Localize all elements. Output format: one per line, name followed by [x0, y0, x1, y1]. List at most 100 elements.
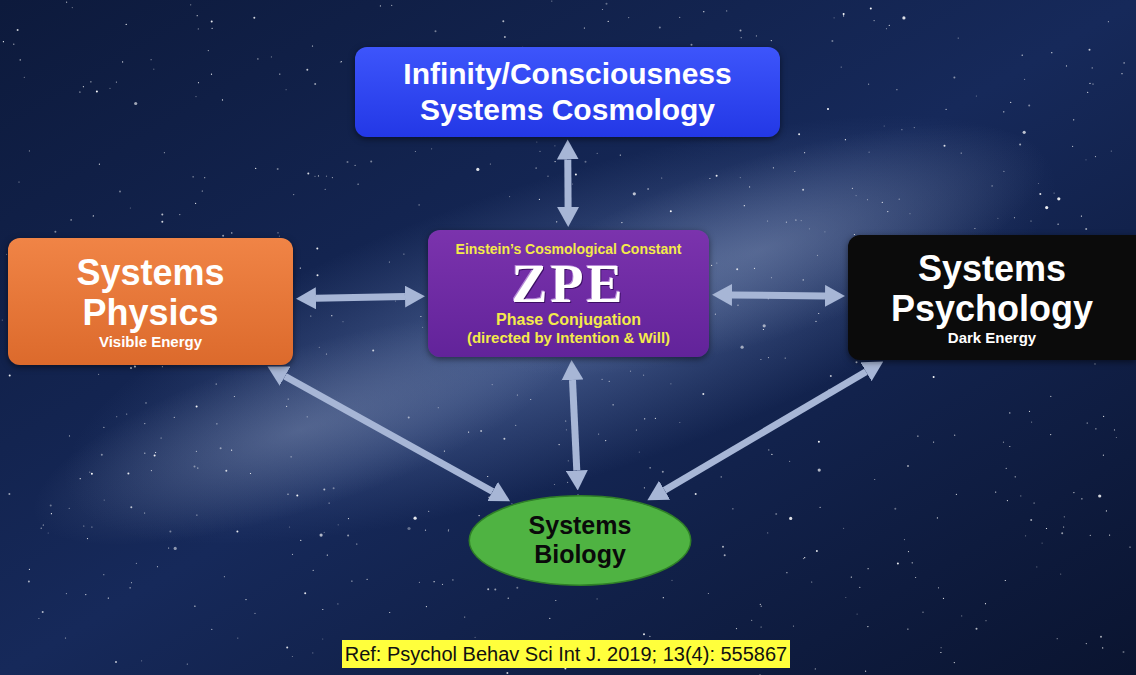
star — [636, 429, 637, 430]
star — [253, 17, 255, 19]
star — [786, 572, 787, 573]
star — [1085, 228, 1087, 230]
star — [480, 430, 482, 432]
star — [761, 606, 762, 607]
star — [174, 417, 175, 418]
star — [716, 175, 718, 177]
star — [162, 366, 163, 367]
star — [907, 629, 908, 630]
star — [793, 626, 794, 627]
star — [1063, 526, 1064, 527]
star — [771, 40, 772, 41]
star — [194, 606, 195, 607]
star — [736, 628, 737, 629]
star — [716, 262, 717, 263]
star — [91, 526, 92, 527]
star — [325, 189, 326, 190]
star — [941, 647, 942, 648]
star — [323, 489, 325, 491]
star — [1129, 547, 1130, 548]
star — [93, 215, 94, 216]
star — [115, 661, 117, 663]
star — [333, 487, 335, 489]
star — [630, 371, 631, 372]
star — [479, 515, 480, 516]
star — [843, 15, 844, 16]
star — [1100, 636, 1102, 638]
star — [997, 218, 998, 219]
star — [953, 77, 955, 79]
star — [222, 235, 224, 237]
star — [976, 628, 978, 630]
star — [703, 11, 704, 12]
star — [43, 524, 44, 525]
star — [65, 637, 66, 638]
star — [1020, 495, 1021, 496]
star — [279, 74, 280, 75]
star — [168, 547, 169, 548]
star — [326, 353, 327, 354]
star — [585, 161, 587, 163]
star — [119, 190, 121, 192]
star — [307, 173, 309, 175]
star — [419, 582, 420, 583]
star — [845, 139, 846, 140]
star — [816, 550, 818, 552]
star — [1019, 144, 1021, 146]
star — [326, 176, 327, 177]
star — [1123, 651, 1125, 653]
star — [99, 164, 100, 165]
star — [1089, 83, 1090, 84]
star — [702, 393, 704, 395]
star — [555, 600, 556, 601]
star — [768, 357, 769, 358]
star — [492, 384, 493, 385]
star — [1102, 647, 1103, 648]
star — [516, 587, 518, 589]
star — [1098, 494, 1101, 497]
node-subtitle: Phase Conjugation — [496, 310, 641, 329]
star — [559, 444, 560, 445]
star — [91, 473, 93, 475]
star — [414, 517, 417, 520]
star — [1009, 412, 1010, 413]
star — [415, 151, 416, 152]
star — [130, 587, 131, 588]
ellipse-shape — [469, 495, 690, 584]
star — [1086, 643, 1087, 644]
star — [915, 577, 916, 578]
star — [66, 2, 67, 3]
star — [1092, 67, 1093, 68]
star — [556, 221, 557, 222]
star — [351, 581, 352, 582]
star — [444, 451, 445, 452]
star — [161, 214, 163, 216]
star — [98, 374, 99, 375]
star — [1087, 422, 1088, 423]
star — [1058, 224, 1059, 225]
star — [197, 15, 198, 16]
star — [425, 530, 426, 531]
star — [661, 177, 662, 178]
star — [134, 102, 137, 105]
star — [476, 168, 479, 171]
star — [1025, 535, 1026, 536]
star — [760, 359, 761, 360]
star — [1111, 151, 1112, 152]
star — [487, 476, 488, 477]
star — [395, 301, 396, 302]
node-title: Systems Physics — [46, 253, 256, 333]
star — [643, 633, 645, 635]
star — [598, 434, 599, 435]
star — [204, 177, 205, 178]
star — [818, 313, 819, 314]
star — [802, 189, 804, 191]
star — [271, 56, 272, 57]
star — [843, 13, 845, 15]
star — [575, 173, 577, 175]
star — [899, 199, 900, 200]
star — [740, 30, 742, 32]
star — [856, 195, 857, 196]
star — [555, 161, 556, 162]
star — [551, 1, 552, 2]
